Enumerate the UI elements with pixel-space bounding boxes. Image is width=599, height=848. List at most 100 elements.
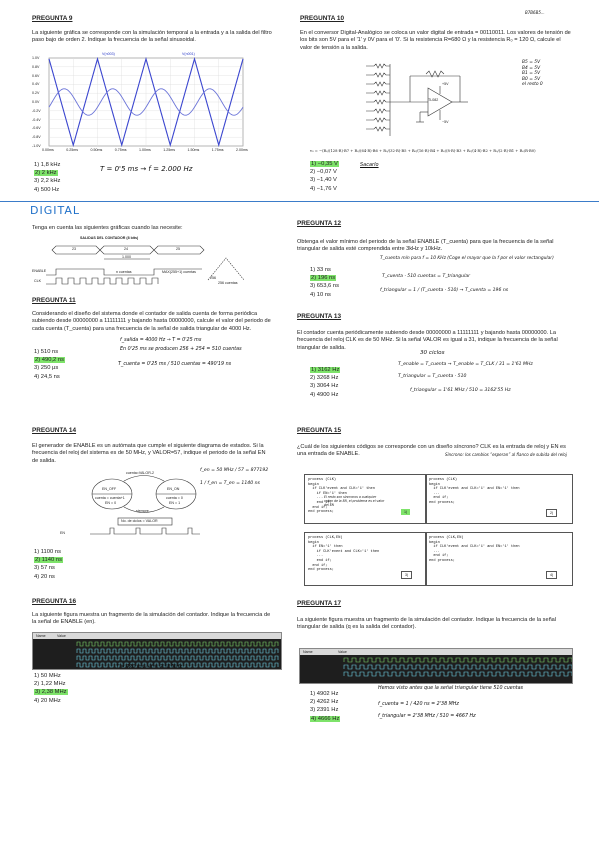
q12-hw-3: f_triangular = 1 / (T_cuenta · 510) → T_… [380,288,509,293]
q16-option-2[interactable]: 2) 1,22 MHz [34,681,66,688]
state-diagram-svg [90,475,200,535]
q17-text: La siguiente figura muestra un fragmento… [297,617,557,631]
q9-title: PREGUNTA 9 [32,15,73,22]
q17-options: 1) 4902 Hz 2) 4262 Hz 3) 2391 Hz 4) 4666… [310,690,341,723]
q9-y-tick: -0.8V [32,135,41,140]
q10-options: 1) −0,35 V 2) −0,07 V 3) −1,40 V 4) −1,7… [310,160,339,193]
q9-y-tick: -0.4V [32,117,41,122]
q10-option-3[interactable]: 3) −1,40 V [310,177,337,184]
q9-option-3[interactable]: 3) 2,2 kHz [34,178,61,185]
q9-legend-1: V(n003) [102,52,115,56]
q12-option-3[interactable]: 3) 653,6 ns [310,283,340,290]
resistor [366,81,390,87]
q9-option-4[interactable]: 4) 500 Hz [34,186,60,193]
q13-option-4[interactable]: 4) 4900 Hz [310,391,339,398]
q17-sim-svg [343,657,572,677]
q10-option-4[interactable]: 4) −1,76 V [310,185,337,192]
resistor [366,63,390,69]
digital-heading: DIGITAL [30,204,81,217]
q11-hw-3: T_cuenta = 0'25 ms / 510 cuentas = 490'1… [118,362,232,367]
transition-top: cuenta=VALOR-2 [126,471,155,475]
q12-hw-2: T_cuenta · 510 cuentas = T_triangular [382,274,471,279]
q14-option-3[interactable]: 3) 57 ns [34,565,55,572]
q10-hw-bit-5: el resto 0 [522,82,543,88]
q17-option-2[interactable]: 2) 4262 Hz [310,699,339,706]
q16-option-3[interactable]: 3) 2,38 MHz [34,689,68,696]
q11-option-2[interactable]: 2) 490,2 ns [34,357,66,364]
q15-label-3: 3) [401,571,413,579]
resistor [366,72,390,78]
q13-option-3[interactable]: 3) 3064 Hz [310,383,339,390]
q9-options: 1) 1,8 kHz 2) 2 kHz 3) 2,2 kHz 4) 500 Hz [34,161,60,194]
q11-options: 1) 510 ns 2) 490,2 ns 3) 250 μs 4) 24,5 … [34,348,66,381]
q10-hw-bit-1: B5 = 5V [522,60,541,65]
counter-diagram-svg [46,245,245,285]
q15-code-3-text: process (CLK,EN) begin if EN='1' then if… [308,536,380,573]
q9-option-2[interactable]: 2) 2 kHz [34,170,58,177]
q13-text: El contador cuenta periódicamente subien… [297,330,558,351]
sim-waveform [343,664,572,670]
q9-option-1[interactable]: 1) 1,8 kHz [34,162,61,168]
q15-label-4: 4) [546,571,558,579]
q13-option-2[interactable]: 2) 3268 Hz [310,375,339,382]
q16-text: La siguiente figura muestra un fragmento… [32,612,271,626]
q13-option-1[interactable]: 1) 3162 Hz [310,367,341,373]
counter-diagram-title: SALIDAS DEL CONTADOR (8 bits) [80,236,139,240]
q16-option-4[interactable]: 4) 20 MHz [34,697,61,704]
pulses-label: No. de ciclos = VALOR [121,519,158,523]
q17-option-4[interactable]: 4) 4666 Hz [310,715,341,722]
q17-option-1[interactable]: 1) 4902 Hz [310,691,339,697]
q17-sim-value: Value [338,650,347,654]
vminus-label: −5V [442,120,449,124]
resistor [366,99,390,105]
q12-option-1[interactable]: 1) 33 ns [310,267,331,273]
q12-option-4[interactable]: 4) 10 ns [310,291,331,298]
vplus-label: +5V [442,82,449,86]
q10-option-1[interactable]: 1) −0,35 V [310,161,339,167]
q15-label-1: 1) [401,509,411,515]
q9-legend-2: V(n001) [182,52,195,56]
q15-code-4[interactable]: process (CLK,EN) begin if CLK'event and … [425,532,573,586]
q14-option-1[interactable]: 1) 1100 ns [34,549,61,555]
sim-waveform [76,641,279,647]
counter-val-2: 24 [124,247,128,251]
q9-y-tick: 0.4V [32,82,40,87]
q13-hw-3: f_triangular = 1'61 MHz / 510 = 3162'55 … [410,388,511,393]
q14-hw-1: f_en = 50 MHz / 57 = 877192 [200,468,269,473]
triangle-label-2: 256 [210,276,216,280]
q9-y-tick: 0.0V [32,100,40,104]
q13-options: 1) 3162 Hz 2) 3268 Hz 3) 3064 Hz 4) 4900… [310,366,341,399]
q13-title: PREGUNTA 13 [297,313,342,320]
q9-y-tick: -1.0V [32,144,41,148]
q15-code-1[interactable]: process (CLK) begin if CLK'event and CLK… [304,474,427,524]
q11-option-1[interactable]: 1) 510 ns [34,349,59,355]
n-cuentas-label: n cuentas [116,270,132,274]
q9-x-tick: 0.25ms [66,148,79,152]
q16-options: 1) 50 MHz 2) 1,22 MHz 3) 2,38 MHz 4) 20 … [34,672,68,705]
q10-circuit: TL082 +5V −5V [360,58,480,148]
q9-handwriting: T = 0'5 ms → f = 2.000 Hz [100,165,193,173]
q15-code-3[interactable]: process (CLK,EN) begin if EN='1' then if… [304,532,427,586]
q16-option-1[interactable]: 1) 50 MHz [34,673,61,679]
q16-hw: T = 420 ms → f = 2'38 MHz [116,665,182,670]
q14-option-4[interactable]: 4) 20 ns [34,573,55,580]
q15-title: PREGUNTA 15 [297,427,342,434]
q15-hw-note: Síncrono: los cambios “esperan” al flanc… [445,452,567,457]
q9-x-tick: 1.00ms [139,148,151,152]
q10-hw-bits: B5 = 5V B4 = 5V B1 = 5V B0 = 5V el resto… [522,60,543,88]
q17-option-3[interactable]: 3) 2391 Hz [310,707,339,714]
q9-y-tick: 0.2V [32,91,40,96]
q14-option-2[interactable]: 2) 1140 ns [34,557,63,564]
q12-option-2[interactable]: 2) 196 ns [310,275,337,282]
q11-option-4[interactable]: 4) 24,5 ns [34,373,60,380]
q9-y-tick: -0.2V [32,108,41,113]
state-en-on: EN_ON [167,487,180,491]
q10-formula: v₀ = −(R₀/(128·R)·B7 + R₀/(64·R)·B6 + R₀… [310,149,536,153]
q15-hw-inner: El resto son síncronos a cualquier orden… [324,495,385,507]
q10-option-2[interactable]: 2) −0,07 V [310,169,337,176]
q15-code-2[interactable]: process (CLK) begin if CLK'event and CLK… [425,474,573,524]
q14-text: El generador de ENABLE es un autómata qu… [32,443,266,464]
opamp-label: TL082 [428,98,439,102]
q16-sim-value: Value [57,634,66,638]
q11-option-3[interactable]: 3) 250 μs [34,365,59,372]
